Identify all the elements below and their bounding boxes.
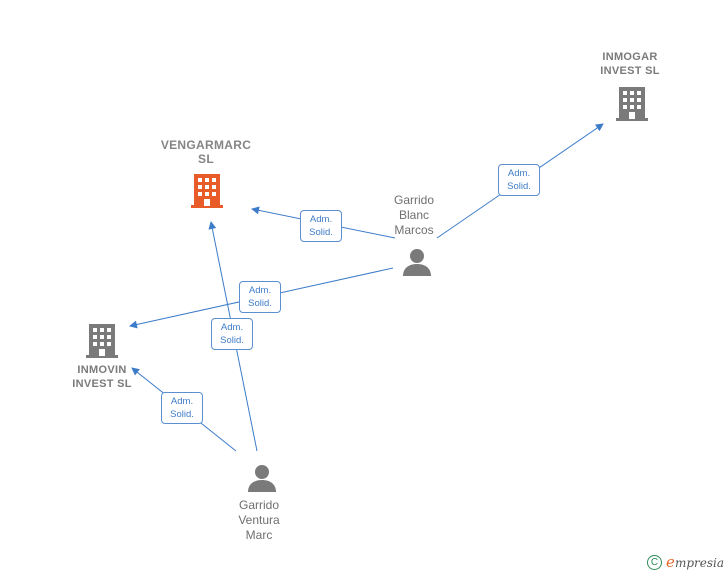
brand-initial: e — [666, 553, 675, 571]
edge-label-blanc-inmovin[interactable]: Adm. Solid. — [239, 281, 281, 313]
person-icon[interactable] — [247, 463, 277, 493]
edge-label-line: Solid. — [309, 227, 333, 238]
person-name-line: Ventura — [238, 513, 280, 527]
company-name-line: VENGARMARC — [160, 138, 252, 152]
company-name-line: INVEST SL — [72, 378, 132, 390]
company-name-inmovin[interactable]: INMOVIN INVEST SL — [52, 363, 152, 391]
company-name-inmogar[interactable]: INMOGAR INVEST SL — [580, 50, 680, 78]
brand-logo: empresia — [666, 553, 724, 571]
company-name-line: INMOVIN — [77, 364, 127, 376]
edge-label-line: Solid. — [220, 335, 244, 346]
footer-brand: C empresia — [647, 553, 724, 571]
company-name-line: INMOGAR — [602, 51, 658, 63]
person-name-line: Marcos — [394, 223, 434, 237]
edge-label-line: Adm. — [248, 285, 272, 296]
edge-label-line: Solid. — [170, 409, 194, 420]
building-icon[interactable] — [86, 323, 118, 359]
building-icon[interactable] — [191, 173, 223, 209]
edge-label-line: Adm. — [220, 322, 244, 333]
company-name-line: SL — [198, 152, 214, 166]
person-name-line: Marc — [245, 528, 273, 542]
edge-label-ventura-vengarmarc[interactable]: Adm. Solid. — [211, 318, 253, 350]
company-name-vengarmarc[interactable]: VENGARMARC SL — [150, 138, 262, 166]
edge-label-blanc-inmogar[interactable]: Adm. Solid. — [498, 164, 540, 196]
person-name-garrido-blanc[interactable]: Garrido Blanc Marcos — [374, 193, 454, 238]
edge-label-line: Solid. — [507, 181, 531, 192]
person-name-line: Garrido — [238, 498, 279, 512]
person-name-line: Garrido — [393, 193, 434, 207]
building-icon[interactable] — [616, 86, 648, 122]
edge-label-line: Adm. — [507, 168, 531, 179]
person-icon[interactable] — [402, 247, 432, 277]
copyright-icon: C — [647, 554, 663, 570]
edge-label-blanc-vengarmarc[interactable]: Adm. Solid. — [300, 210, 342, 242]
edge-label-line: Adm. — [309, 214, 333, 225]
edge-label-line: Adm. — [170, 396, 194, 407]
edge-label-line: Solid. — [248, 298, 272, 309]
company-name-line: INVEST SL — [600, 65, 660, 77]
person-name-line: Blanc — [398, 208, 430, 222]
edge-label-ventura-inmovin[interactable]: Adm. Solid. — [161, 392, 203, 424]
person-name-garrido-ventura[interactable]: Garrido Ventura Marc — [219, 498, 299, 543]
brand-rest: mpresia — [674, 556, 724, 570]
